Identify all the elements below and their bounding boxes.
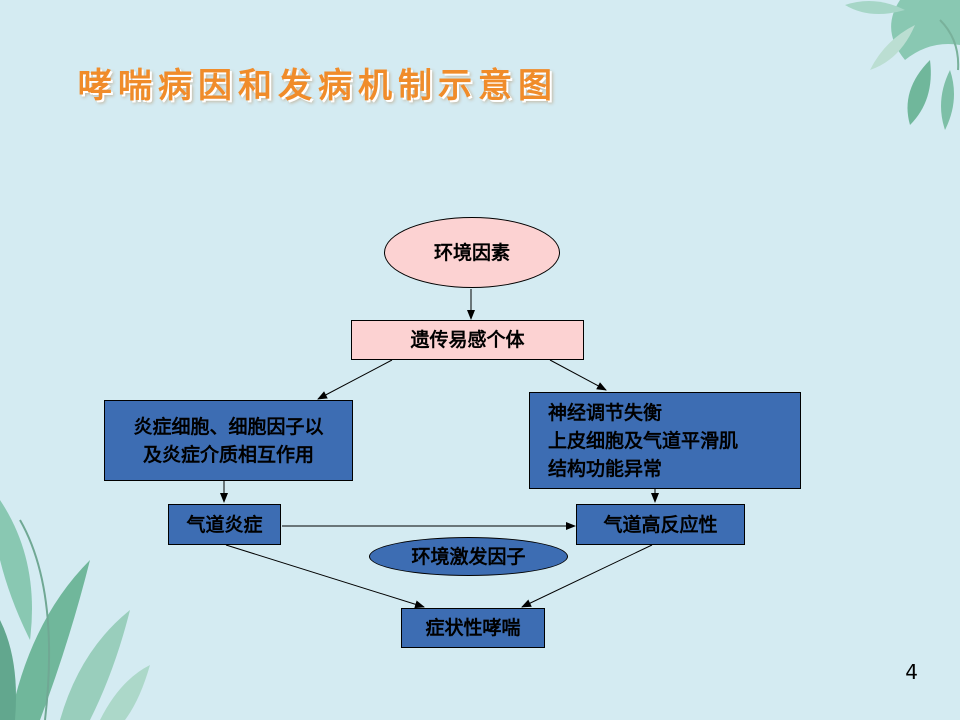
node-genetic-susceptible: 遗传易感个体 <box>351 320 584 360</box>
node-airway-hyperresponsiveness: 气道高反应性 <box>576 504 745 545</box>
node-env-triggers-label: 环境激发因子 <box>411 545 526 568</box>
slide-title: 哮喘病因和发病机制示意图 <box>78 66 558 106</box>
node-airway-hyperresponsiveness-label: 气道高反应性 <box>603 513 718 536</box>
node-neuro-regulation-line-1: 神经调节失衡 <box>548 401 663 424</box>
node-neuro-regulation-line-2: 上皮细胞及气道平滑肌 <box>548 429 739 452</box>
arrow-hyper-to-asthma <box>521 544 653 608</box>
node-inflammation-cells-line-2: 及炎症介质相互作用 <box>142 443 314 466</box>
node-airway-inflammation: 气道炎症 <box>168 504 281 545</box>
arrow-airway-to-asthma <box>225 544 425 609</box>
top-right-leaves-icon <box>845 0 960 130</box>
node-env-factors: 环境因素 <box>384 217 560 288</box>
node-symptomatic-asthma-label: 症状性哮喘 <box>425 617 521 639</box>
node-inflammation-cells-line-1: 炎症细胞、细胞因子以 <box>133 415 324 438</box>
node-airway-inflammation-label: 气道炎症 <box>186 513 263 536</box>
node-neuro-regulation-line-3: 结构功能异常 <box>548 457 663 480</box>
node-env-factors-label: 环境因素 <box>433 241 510 264</box>
page-number: 4 <box>905 660 918 684</box>
bottom-left-leaves-icon <box>0 500 150 720</box>
node-neuro-regulation: 神经调节失衡 上皮细胞及气道平滑肌 结构功能异常 <box>529 392 801 489</box>
arrow-genetic-to-inflammation <box>317 359 393 400</box>
node-env-triggers: 环境激发因子 <box>369 537 568 576</box>
node-symptomatic-asthma: 症状性哮喘 <box>401 608 545 648</box>
node-inflammation-cells: 炎症细胞、细胞因子以 及炎症介质相互作用 <box>104 400 353 481</box>
node-genetic-susceptible-label: 遗传易感个体 <box>410 329 525 351</box>
arrow-genetic-to-neuro <box>549 359 607 391</box>
